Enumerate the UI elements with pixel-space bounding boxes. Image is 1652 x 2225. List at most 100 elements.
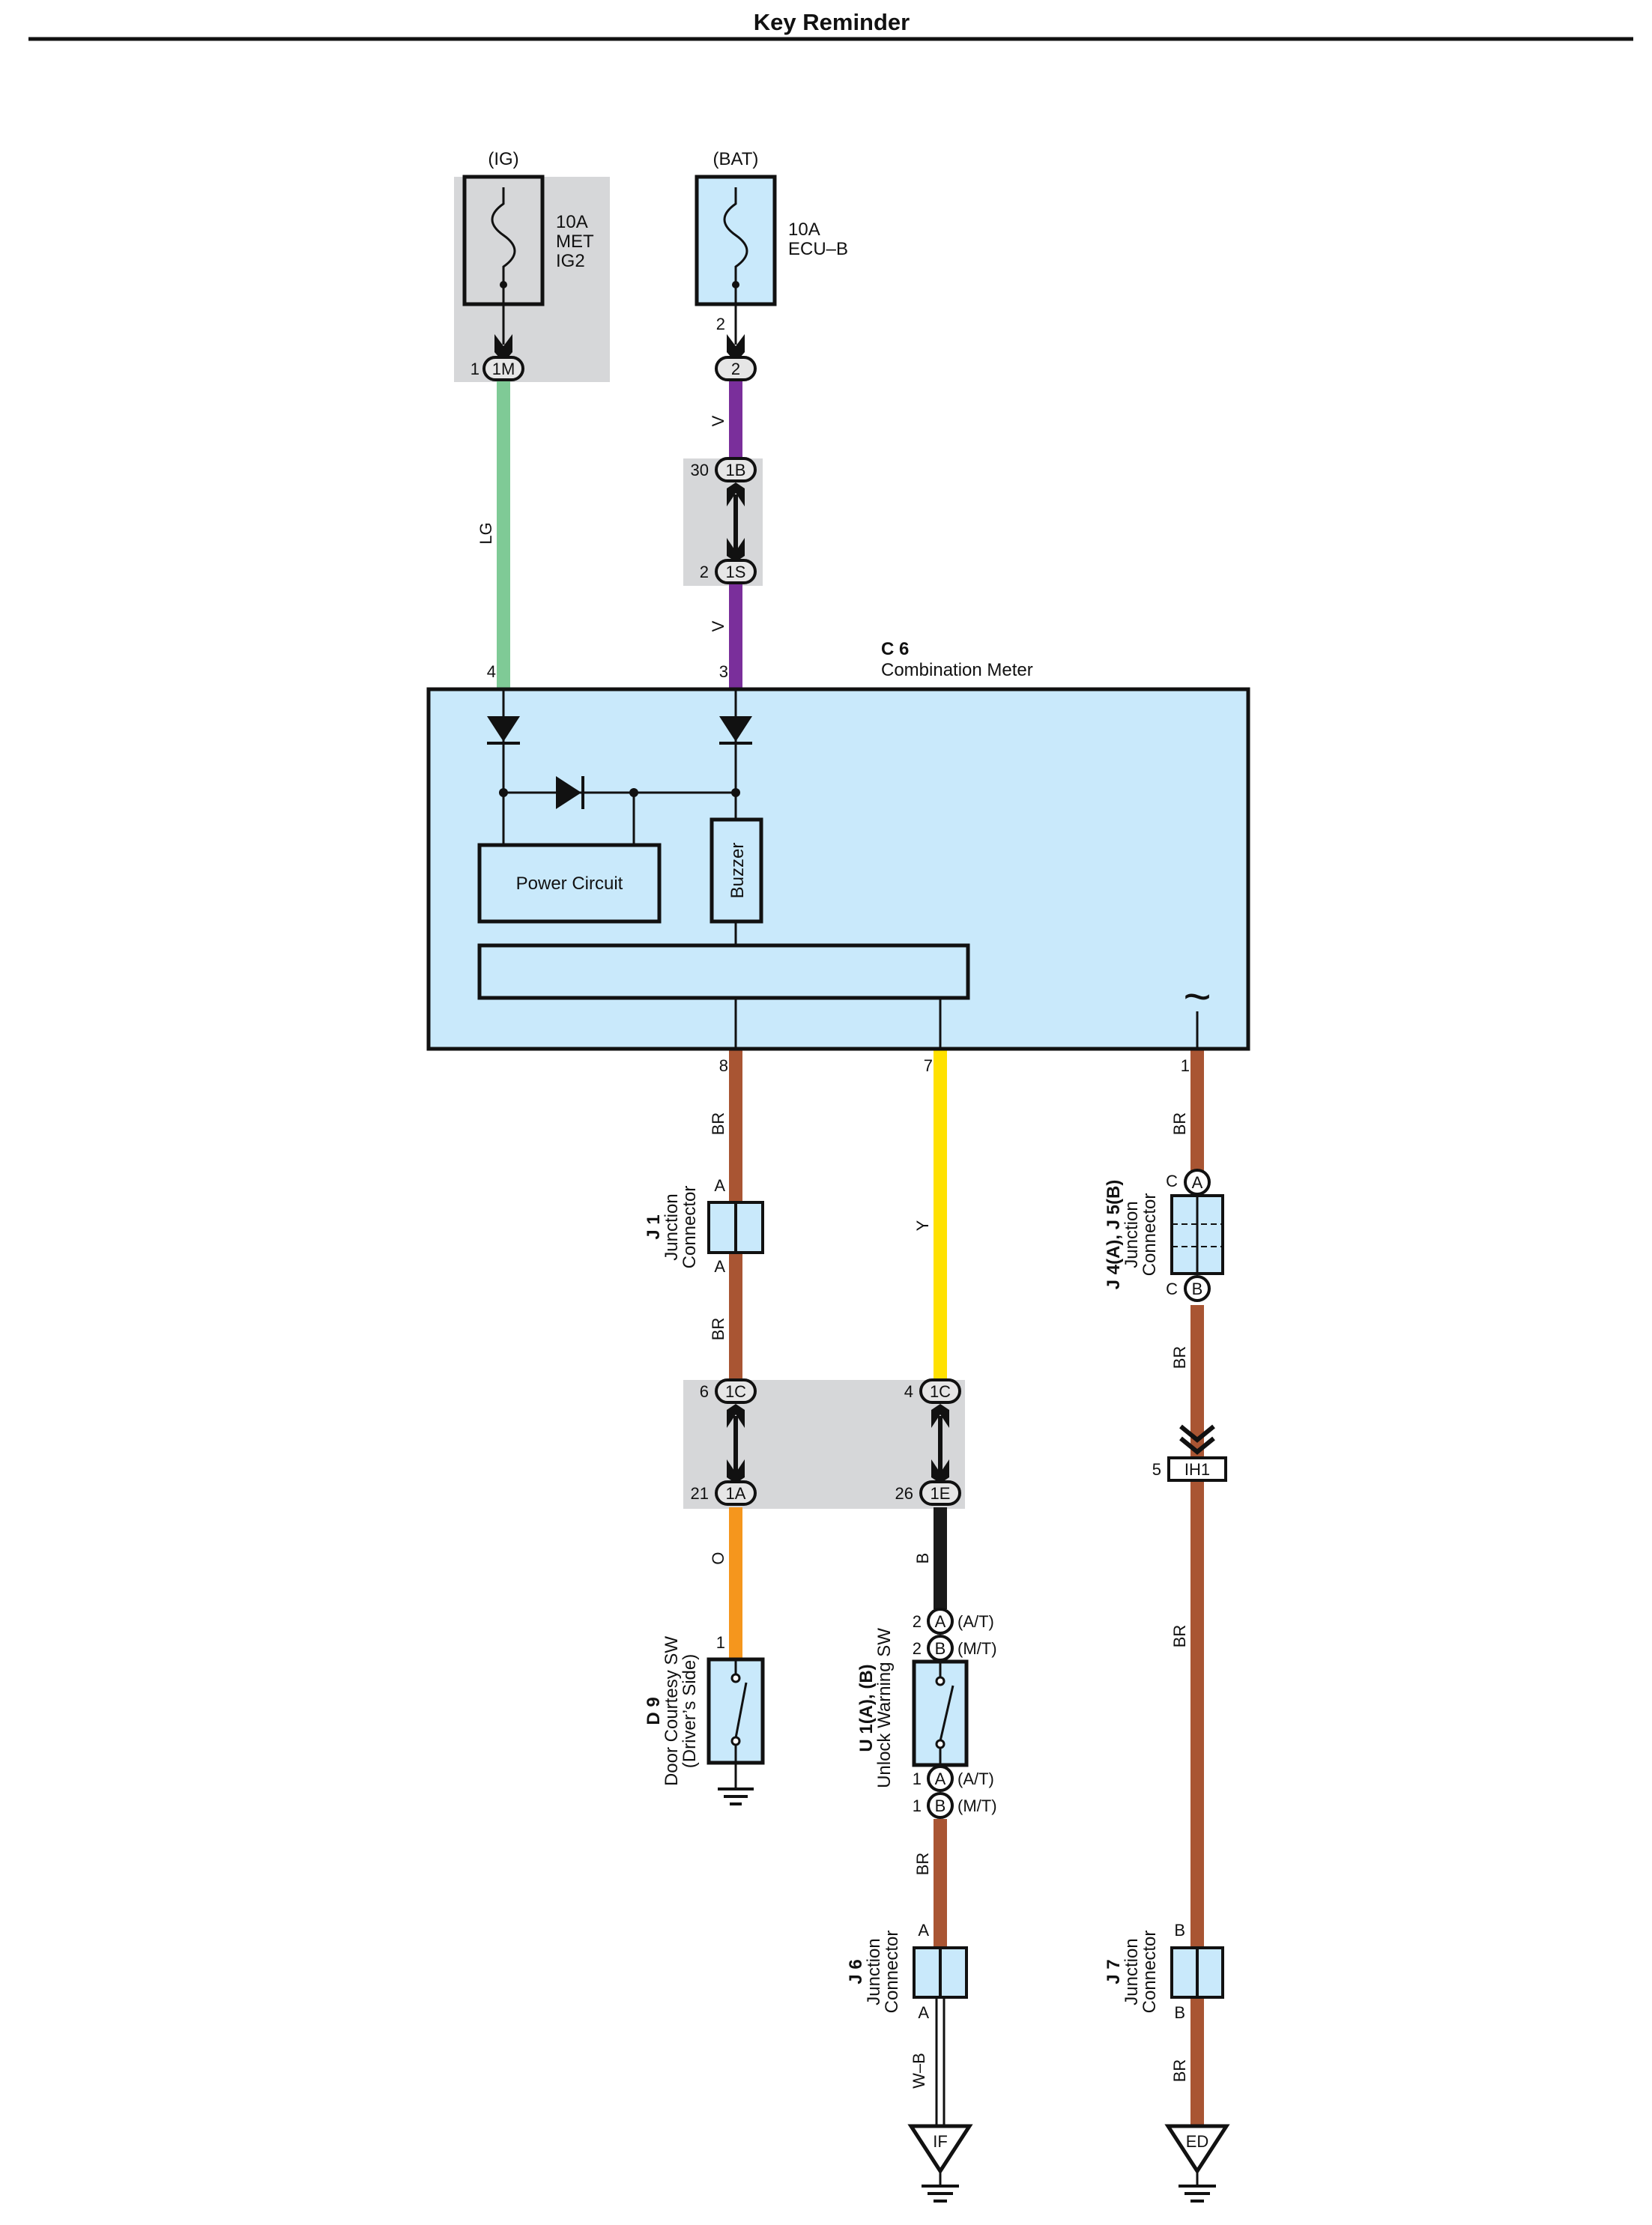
u1-bottom-a-pin: 1: [913, 1770, 922, 1788]
connector-1s-arrow: [727, 538, 745, 562]
u1-top-b-pin: 2: [913, 1639, 922, 1658]
connector-br-1a-code: 1A: [726, 1484, 746, 1503]
connector-bat-top-code: 2: [731, 360, 740, 378]
connector-br-1c-arrow: [727, 1404, 745, 1428]
connector-1b: [715, 457, 757, 482]
junction-dot-3: [731, 788, 740, 797]
wire-o-label: O: [709, 1552, 727, 1564]
connector-y-1c-code: 1C: [930, 1382, 951, 1401]
d9-contact-blade: [734, 1682, 748, 1739]
connector-ih1-pin: 5: [1152, 1460, 1161, 1479]
meter-pin-bat: 3: [719, 662, 728, 681]
j1-pin-bottom: A: [714, 1257, 725, 1276]
connector-1m: [482, 356, 524, 381]
ground-ed-label: ED: [1186, 2132, 1209, 2151]
u1-bottom-a-variant: (A/T): [957, 1770, 994, 1788]
j1-pin-top: A: [714, 1176, 725, 1195]
d9-contact-bottom: [730, 1736, 741, 1746]
j45-id: J 4(A), J 5(B): [1104, 1180, 1124, 1290]
connector-1s-code: 1S: [726, 563, 746, 581]
u1-top-a-pin: 2: [913, 1612, 922, 1631]
connector-y-1c: [919, 1378, 961, 1404]
wire-br-right-low-label: BR: [1170, 1625, 1189, 1648]
u1-contact-bottom: [935, 1739, 945, 1749]
wire-br-j1-label: BR: [709, 1318, 727, 1341]
meter-pin-unlock: 7: [924, 1056, 933, 1075]
wire-wb-label: W–B: [910, 2053, 928, 2089]
fuse-bat-name: ECU–B: [788, 239, 848, 259]
u1-bottom-b-code: B: [935, 1796, 946, 1815]
j45-bottom-circle: [1184, 1275, 1211, 1302]
u1-contact-blade: [939, 1685, 954, 1742]
d9-line1: Door Courtesy SW: [662, 1636, 682, 1786]
wire-br-u1-label: BR: [913, 1853, 932, 1876]
wire-br-meter-label: BR: [709, 1112, 727, 1136]
meter-id: C 6: [881, 639, 909, 659]
ground-if-triangle: [907, 2124, 973, 2175]
j6-pin-bottom: A: [918, 2003, 929, 2022]
ground-ed-triangle: [1164, 2124, 1230, 2175]
u1-top-b-variant: (M/T): [957, 1639, 997, 1658]
meter-pin-comm: 1: [1181, 1056, 1190, 1075]
j6-line1: Junction: [864, 1938, 884, 2005]
j7-line1: Junction: [1122, 1938, 1142, 2005]
d9-pin: 1: [716, 1633, 725, 1652]
connector-bat-top: [715, 356, 757, 381]
j45-bottom-code: B: [1192, 1280, 1203, 1298]
junction-dot-1: [499, 788, 508, 797]
d9-line2: (Driver’s Side): [680, 1654, 700, 1768]
wire-v-lower-label: V: [709, 620, 727, 632]
connector-1b-pin: 30: [691, 461, 709, 479]
u1-top-a-code: A: [935, 1612, 946, 1631]
u1-bottom-b-pin: 1: [913, 1796, 922, 1815]
connector-br-1a-pin: 21: [691, 1484, 709, 1503]
j7-id: J 7: [1104, 1959, 1124, 1984]
connector-1m-pin: 1: [471, 360, 479, 378]
j6-pin-top: A: [918, 1921, 929, 1940]
diode-cross: [556, 776, 581, 809]
buzzer-box: [709, 817, 763, 924]
j45-line2: Connector: [1140, 1193, 1160, 1277]
connector-br-1a: [715, 1480, 757, 1506]
u1-name: Unlock Warning SW: [874, 1628, 895, 1788]
connector-ih1: [1167, 1456, 1227, 1482]
fuse-ig-name-1: MET: [556, 231, 594, 252]
connector-br-1c-code: 1C: [725, 1382, 746, 1401]
fuse-bat-source: (BAT): [713, 149, 759, 169]
u1-bottom-a-circle: [927, 1765, 954, 1792]
wire-br-right-bot-label: BR: [1170, 2059, 1189, 2083]
u1-bottom-b-circle: [927, 1792, 954, 1819]
d9-id: D 9: [644, 1697, 664, 1725]
j7-pin-bottom: B: [1174, 2003, 1185, 2022]
fuse-bat-icon: [723, 187, 748, 285]
j45-pin-bottom: C: [1166, 1280, 1178, 1298]
u1-contact-top: [935, 1676, 945, 1686]
connector-br-1c-pin: 6: [700, 1382, 709, 1401]
j1-id: J 1: [644, 1214, 664, 1239]
u1-bottom-b-variant: (M/T): [957, 1796, 997, 1815]
connector-arrow-ig: [494, 334, 512, 363]
connector-y-1e-pin: 26: [895, 1484, 913, 1503]
wire-br-right-top-label: BR: [1170, 1112, 1189, 1136]
connector-1s-pin: 2: [700, 563, 709, 581]
j6-id: J 6: [846, 1959, 866, 1984]
connector-y-1e-code: 1E: [931, 1484, 951, 1503]
connector-y-1c-pin: 4: [904, 1382, 913, 1401]
fuse-ig-rating: 10A: [556, 212, 588, 232]
u1-top-a-circle: [927, 1608, 954, 1635]
connector-ih1-code: IH1: [1184, 1460, 1210, 1479]
ih1-arrow: [1179, 1424, 1215, 1455]
connector-br-1c: [715, 1378, 757, 1404]
connector-br-1a-arrow: [727, 1459, 745, 1483]
j45-pin-top: C: [1166, 1172, 1178, 1190]
j6-line2: Connector: [882, 1931, 902, 2014]
diode-bat: [719, 716, 752, 742]
u1-top-a-variant: (A/T): [957, 1612, 994, 1631]
fuse-ig-icon: [491, 187, 516, 285]
wire-y-label: Y: [913, 1220, 932, 1231]
power-circuit-box: [477, 843, 662, 924]
meter-pin-ig: 4: [487, 662, 496, 681]
connector-bat-pin-above: 2: [716, 315, 725, 333]
meter-ecu-bar: [477, 943, 970, 1000]
